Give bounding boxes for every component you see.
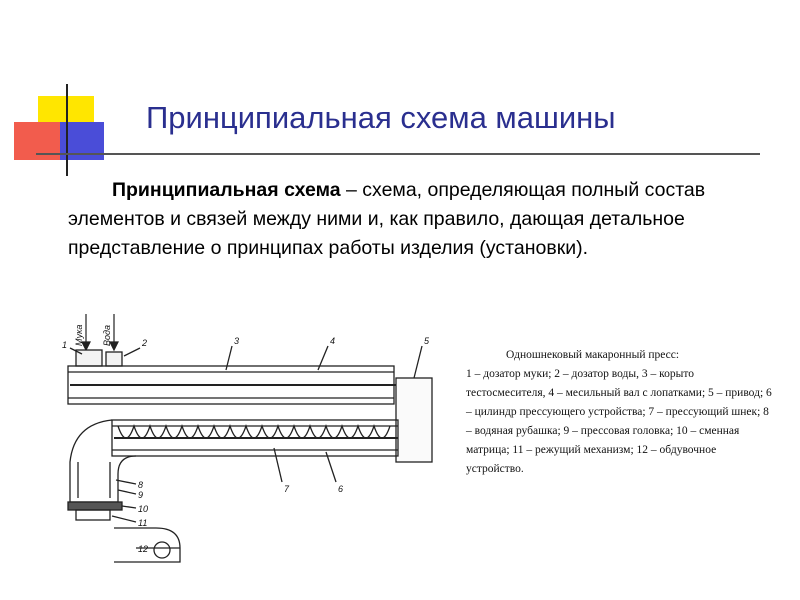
callout-12: 12	[138, 544, 148, 554]
press-auger	[117, 423, 391, 439]
figure-legend: Одношнековый макаронный пресс: 1 – дозат…	[466, 346, 772, 479]
callout-7: 7	[284, 484, 290, 494]
definition-term: Принципиальная схема	[112, 179, 341, 201]
callout-2: 2	[141, 338, 147, 348]
callout-9: 9	[138, 490, 143, 500]
callout-1: 1	[62, 340, 67, 350]
legend-text: 1 – дозатор муки; 2 – дозатор воды, 3 – …	[466, 368, 772, 475]
title-underline	[36, 153, 760, 155]
definition-text: – схема, определяющая полный состав элем…	[68, 179, 706, 259]
press-head	[69, 419, 137, 503]
cutting-mechanism	[75, 509, 111, 521]
callout-8: 8	[138, 480, 143, 490]
legend-title: Одношнековый макаронный пресс:	[506, 349, 680, 361]
callout-10: 10	[138, 504, 148, 514]
callout-4: 4	[330, 336, 335, 346]
label-flour: Мука	[74, 325, 84, 346]
callout-6: 6	[338, 484, 343, 494]
slide-title: Принципиальная схема машины	[146, 100, 616, 135]
callout-11: 11	[138, 518, 147, 528]
callout-5: 5	[424, 336, 430, 346]
callout-3: 3	[234, 336, 239, 346]
press-scheme-diagram: Мука Вода	[62, 314, 433, 563]
water-doser	[105, 351, 123, 367]
label-water: Вода	[102, 325, 112, 346]
definition-paragraph: Принципиальная схема – схема, определяющ…	[68, 176, 784, 263]
die-plate	[67, 501, 123, 511]
decor-vertical-line	[66, 84, 68, 176]
drive-unit	[395, 377, 433, 463]
